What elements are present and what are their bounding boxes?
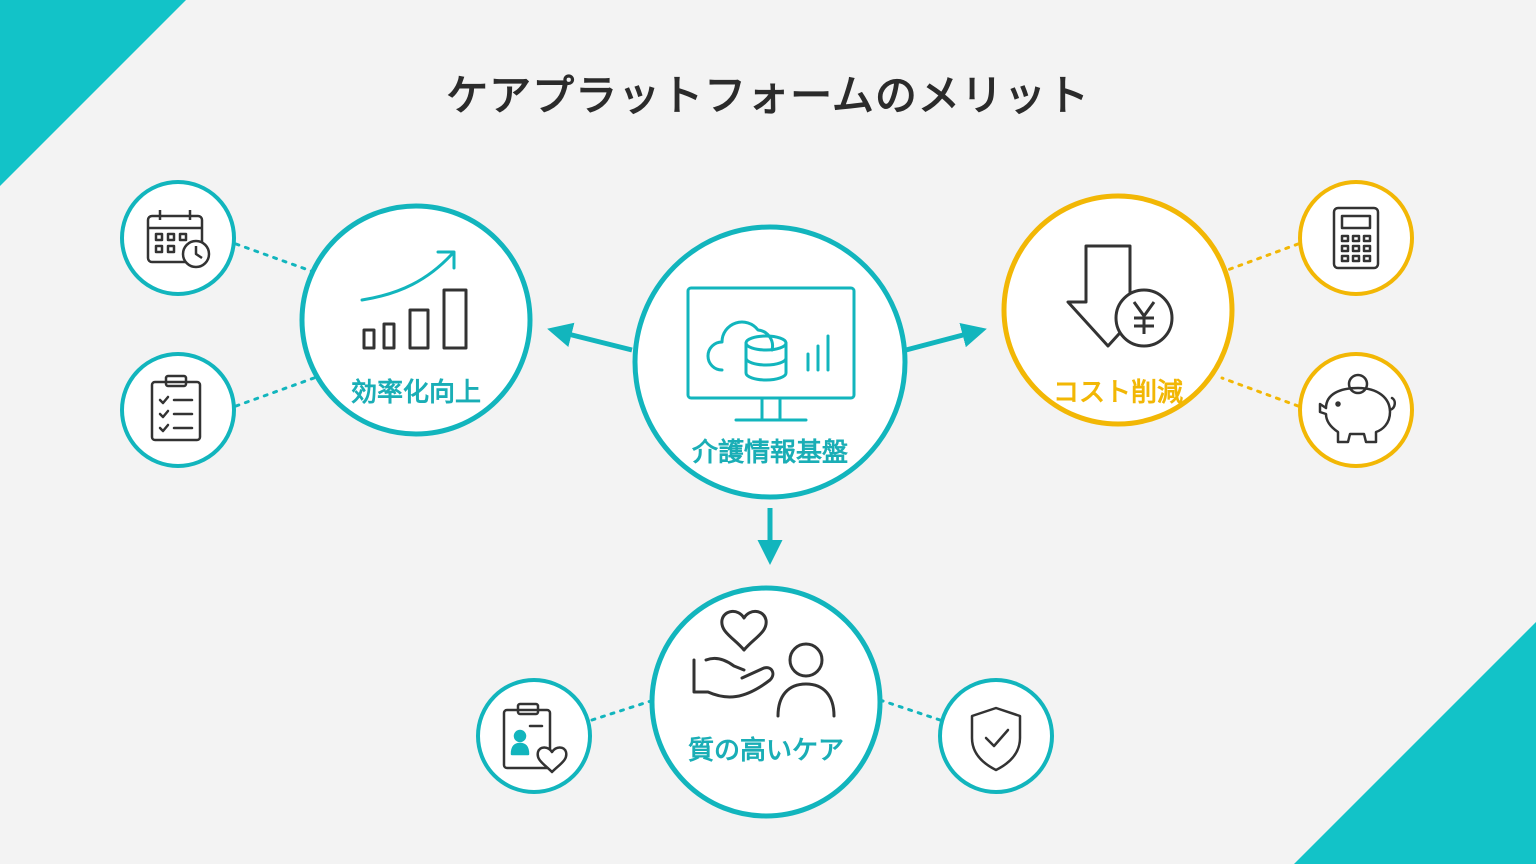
efficiency-circle: [299, 203, 533, 437]
shield-satellite: [938, 678, 1054, 794]
connector-quality-record: [590, 698, 656, 722]
connector-cost-calculator: [1220, 242, 1300, 274]
piggy-bank-icon: [1318, 373, 1396, 444]
hub-arrows: [547, 322, 987, 565]
arrow-to-cost: [905, 323, 987, 353]
checklist-clipboard-icon: [150, 374, 202, 442]
dotted-connectors: [234, 242, 1300, 722]
growth-chart-icon: [360, 250, 468, 350]
calendar-satellite: [120, 180, 236, 296]
arrow-to-efficiency: [547, 322, 633, 353]
care-record-satellite: [476, 678, 592, 794]
calculator-satellite: [1298, 180, 1414, 296]
caring-hand-heart-person-icon: [692, 610, 836, 718]
cost-label: コスト削減: [1052, 378, 1183, 408]
piggybank-satellite: [1298, 352, 1414, 468]
connector-quality-shield: [878, 698, 942, 722]
calculator-icon: [1332, 206, 1380, 270]
quality-circle: [649, 585, 883, 819]
checklist-satellite: [120, 352, 236, 468]
center-hub-label: 介護情報基盤: [691, 438, 848, 468]
connector-efficiency-calendar: [234, 242, 316, 274]
connector-efficiency-checklist: [234, 376, 316, 408]
page-title: ケアプラットフォームのメリット: [446, 71, 1090, 120]
efficiency-label: 効率化向上: [350, 378, 481, 408]
connector-cost-piggybank: [1220, 376, 1300, 408]
quality-label: 質の高いケア: [687, 736, 844, 766]
shield-check-icon: [970, 706, 1022, 772]
monitor-cloud-database-icon: [686, 286, 856, 422]
calendar-clock-icon: [146, 210, 211, 269]
down-arrow-yen-icon: [1066, 244, 1174, 348]
care-record-clipboard-icon: [502, 702, 568, 774]
center-hub-circle: [632, 224, 908, 500]
